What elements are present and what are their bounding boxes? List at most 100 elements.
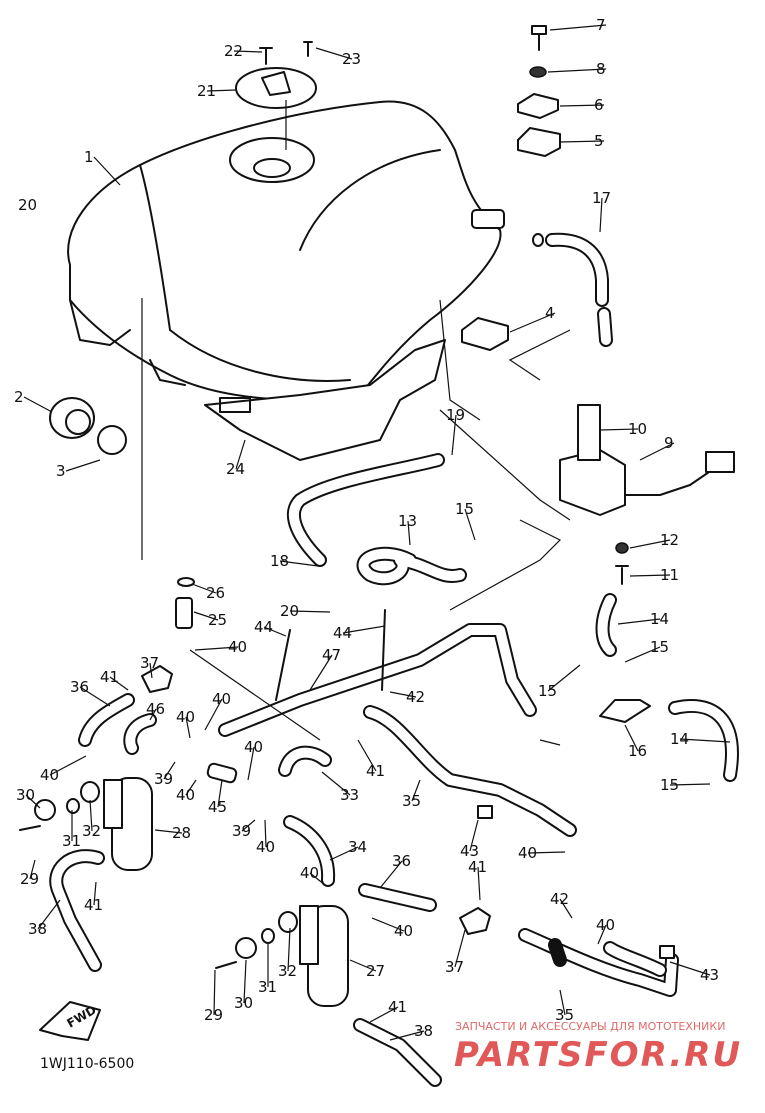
leader-line-26: [191, 583, 217, 594]
callout-44: 44: [333, 624, 352, 642]
callouts: 1234567891011121314141515151516171819202…: [14, 16, 731, 1041]
callout-38: 38: [28, 920, 47, 938]
leader-line-40: [371, 917, 405, 932]
leader-line-40: [204, 698, 223, 731]
tie-44a: [275, 629, 291, 701]
leader-line-23: [315, 47, 353, 60]
leader-line-29: [29, 859, 36, 880]
callout-42: 42: [550, 890, 569, 908]
leader-line-15: [669, 783, 711, 786]
leader-line-41: [369, 1006, 399, 1023]
leader-line-16: [624, 724, 639, 752]
leader-line-42: [389, 691, 417, 698]
leader-line-19: [451, 414, 457, 456]
leader-line-20: [289, 610, 331, 613]
damper-6: [517, 93, 559, 119]
callout-41: 41: [468, 858, 487, 876]
oring-26: [177, 577, 195, 587]
leader-line-5: [559, 140, 605, 143]
callout-40: 40: [300, 864, 319, 882]
callout-20: 20: [18, 196, 37, 214]
leader-line-1: [93, 156, 121, 186]
callout-13: 13: [398, 512, 417, 530]
leader-line-21: [206, 89, 237, 92]
leader-line-22: [233, 50, 263, 53]
callout-41: 41: [100, 668, 119, 686]
joint-37b: [459, 907, 491, 935]
leader-line-41: [357, 739, 377, 772]
callout-39: 39: [232, 822, 251, 840]
watermark-brand: PARTSFOR.RU: [454, 1035, 742, 1075]
leader-line-44: [342, 625, 386, 634]
leader-line-35: [411, 779, 421, 802]
leader-line-24: [235, 439, 246, 470]
fuel-cap-ring: [235, 67, 317, 109]
leader-line-40: [264, 819, 267, 848]
leader-line-47: [309, 654, 333, 691]
callout-22: 22: [224, 42, 243, 60]
clip-3: [97, 425, 127, 455]
leader-line-38: [37, 899, 61, 930]
leader-line-4: [509, 312, 556, 333]
leader-line-40: [185, 779, 197, 796]
callout-37: 37: [140, 654, 159, 672]
leader-line-15: [547, 664, 581, 692]
leader-line-9: [639, 442, 675, 461]
leader-line-32: [287, 927, 291, 972]
leader-line-15: [624, 646, 661, 663]
canister-27: [215, 905, 349, 1007]
clip-43b: [659, 945, 675, 959]
callout-40: 40: [176, 708, 195, 726]
leader-line-33: [321, 771, 351, 796]
callout-40: 40: [176, 786, 195, 804]
leader-line-17: [599, 197, 603, 233]
leader-line-28: [154, 829, 183, 834]
leader-line-44: [263, 626, 287, 637]
leader-line-40: [309, 872, 326, 886]
callout-1: 1: [84, 148, 94, 166]
callout-43: 43: [460, 842, 479, 860]
callout-30: 30: [234, 994, 253, 1012]
washer-8: [529, 66, 547, 78]
joint-37a: [141, 665, 173, 693]
callout-45: 45: [208, 798, 227, 816]
leader-line-7: [549, 24, 607, 31]
cap-2: [49, 397, 95, 439]
callout-39: 39: [154, 770, 173, 788]
leader-line-38: [389, 1030, 425, 1041]
leader-line-45: [217, 779, 223, 808]
leader-line-6: [559, 104, 605, 107]
fwd-arrow: FWD: [39, 1001, 101, 1041]
leader-line-40: [194, 646, 239, 651]
leader-line-11: [629, 574, 671, 577]
leader-line-30: [243, 959, 247, 1004]
watermark-tagline: ЗАПЧАСТИ И АКСЕССУАРЫ ДЛЯ МОТОТЕХНИКИ: [455, 1020, 725, 1033]
callout-40: 40: [40, 766, 59, 784]
callout-41: 41: [84, 896, 103, 914]
leader-line-2: [23, 396, 53, 413]
leader-line-41: [109, 676, 129, 691]
leader-line-43: [669, 961, 711, 976]
callout-4: 4: [545, 304, 555, 322]
clip-43a: [477, 805, 493, 819]
heat-shield-plate: [204, 339, 446, 461]
leader-line-25: [193, 611, 219, 621]
callout-15: 15: [660, 776, 679, 794]
callout-20: 20: [280, 602, 299, 620]
leader-line-13: [407, 520, 411, 546]
fitting-16: [599, 699, 651, 723]
leader-line-41: [93, 881, 97, 906]
callout-36: 36: [70, 678, 89, 696]
leader-line-40: [597, 924, 607, 945]
callout-3: 3: [56, 462, 66, 480]
leader-line-12: [629, 539, 671, 549]
leader-line-43: [469, 819, 479, 852]
callout-24: 24: [226, 460, 245, 478]
leader-line-3: [65, 459, 101, 472]
callout-14: 14: [670, 730, 689, 748]
leader-line-29: [213, 969, 216, 1016]
leader-line-37: [454, 929, 466, 968]
leader-line-40: [527, 851, 566, 854]
leader-line-30: [25, 794, 41, 809]
